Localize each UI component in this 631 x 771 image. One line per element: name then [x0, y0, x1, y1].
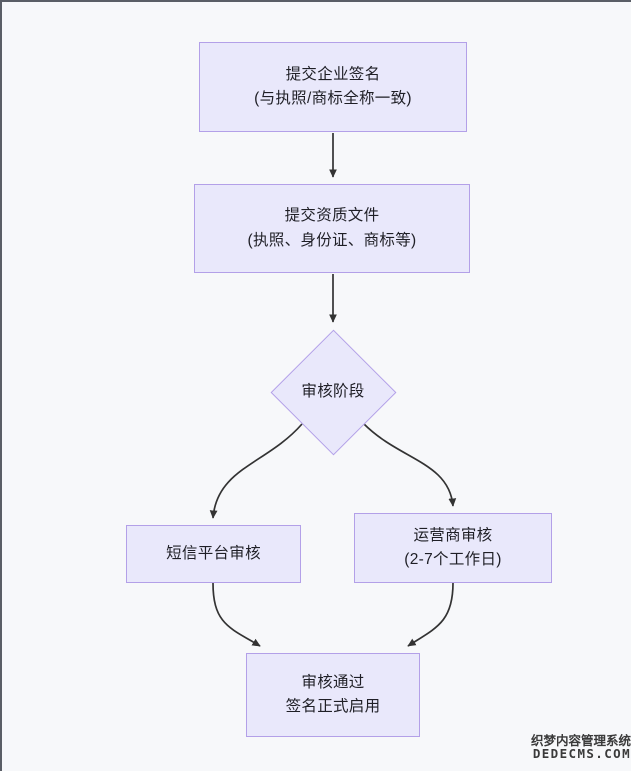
node-carrier-review-line2: (2-7个工作日)	[404, 551, 502, 568]
node-submit-signature-line2: (与执照/商标全称一致)	[254, 90, 412, 107]
node-submit-documents[interactable]: 提交资质文件 (执照、身份证、商标等)	[194, 184, 470, 273]
node-review-stage[interactable]: 审核阶段	[270, 329, 396, 455]
node-submit-documents-line2: (执照、身份证、商标等)	[247, 231, 417, 249]
watermark-chinese: 织梦内容管理系统	[530, 732, 631, 748]
node-review-stage-line1: 审核阶段	[301, 382, 365, 400]
node-sms-review-line1: 短信平台审核	[166, 544, 261, 562]
watermark-english: DEDECMS.COM	[532, 745, 631, 761]
node-approved-line1: 审核通过	[301, 673, 365, 691]
node-approved-line2: 签名正式启用	[285, 698, 381, 715]
node-carrier-review-line1: 运营商审核	[413, 526, 493, 544]
edge-sms-review-to-approved	[212, 582, 261, 647]
node-approved[interactable]: 审核通过 签名正式启用	[246, 653, 420, 737]
watermark: 织梦内容管理系统 DEDECMS.COM	[531, 734, 631, 760]
node-carrier-review[interactable]: 运营商审核 (2-7个工作日)	[354, 513, 552, 583]
node-submit-signature[interactable]: 提交企业签名 (与执照/商标全称一致)	[199, 42, 467, 132]
node-sms-review[interactable]: 短信平台审核	[126, 525, 301, 583]
node-submit-documents-line1: 提交资质文件	[284, 207, 380, 225]
edge-carrier-review-to-approved	[407, 582, 454, 647]
node-submit-signature-line1: 提交企业签名	[285, 65, 381, 83]
